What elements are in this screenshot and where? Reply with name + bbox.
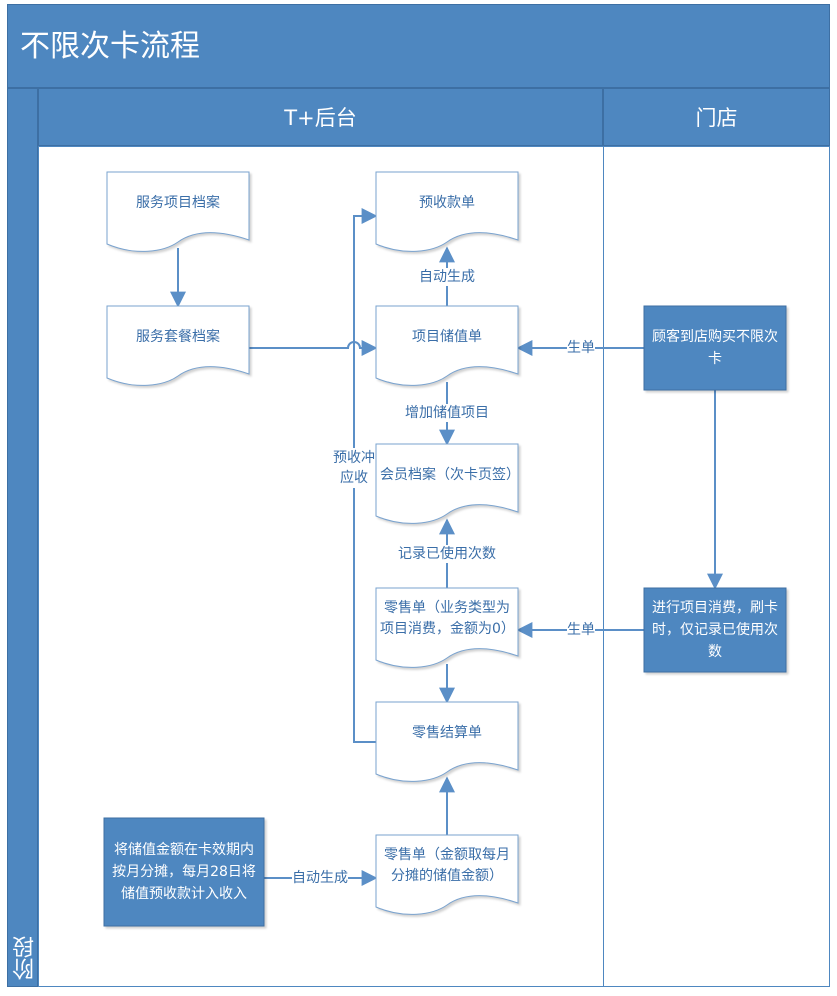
node-label-stored_value: 项目储值单 <box>412 328 482 345</box>
node-consume <box>643 587 787 673</box>
node-label-service_item: 服务项目档案 <box>136 194 220 211</box>
edge-label-e5: 增加储值项目 <box>405 404 489 422</box>
node-label-member: 会员档案（次卡页签） <box>380 466 520 483</box>
node-label-service_package: 服务套餐档案 <box>136 328 220 345</box>
node-retail_settle <box>375 701 519 782</box>
node-retail_monthly <box>375 834 519 915</box>
node-label-amortize: 将储值金额在卡效期内按月分摊，每月28日将储值预收款计入收入 <box>112 842 256 902</box>
node-amortize <box>103 817 265 927</box>
edge-label-e9: 预收冲应收 <box>333 448 375 488</box>
edge-label-e4: 生单 <box>567 339 595 357</box>
node-label-retail_monthly: 零售单（金额取每月分摊的储值金额） <box>384 847 510 884</box>
node-buy_card <box>643 305 787 391</box>
node-member <box>375 443 519 524</box>
node-retail_zero <box>375 587 519 668</box>
node-service_package <box>106 305 250 386</box>
lane-body-store <box>603 146 830 987</box>
node-label-retail_zero: 零售单（业务类型为项目消费，金额为0） <box>380 600 515 637</box>
node-label-buy_card: 顾客到店购买不限次卡 <box>652 329 778 367</box>
page-title: 不限次卡流程 <box>20 29 200 64</box>
node-service_item <box>106 171 250 252</box>
title-band: 不限次卡流程 <box>7 4 830 88</box>
edge-service_package-to-stored_value <box>249 340 378 356</box>
lane-header-store: 门店 <box>603 88 830 146</box>
node-label-prepay: 预收款单 <box>419 194 475 211</box>
edge-label-e3: 自动生成 <box>419 268 475 286</box>
edge-label-e6: 记录已使用次数 <box>398 545 496 563</box>
stage-column: 阶段 <box>7 88 38 987</box>
lane-header-backend: T+后台 <box>38 88 603 146</box>
edge-label-e11: 自动生成 <box>292 869 348 887</box>
node-label-consume: 进行项目消费，刷卡时，仅记录已使用次数 <box>652 600 778 660</box>
node-label-retail_settle: 零售结算单 <box>412 724 482 741</box>
node-prepay <box>375 171 519 252</box>
node-stored_value <box>375 305 519 386</box>
edge-label-e7: 生单 <box>567 621 595 639</box>
